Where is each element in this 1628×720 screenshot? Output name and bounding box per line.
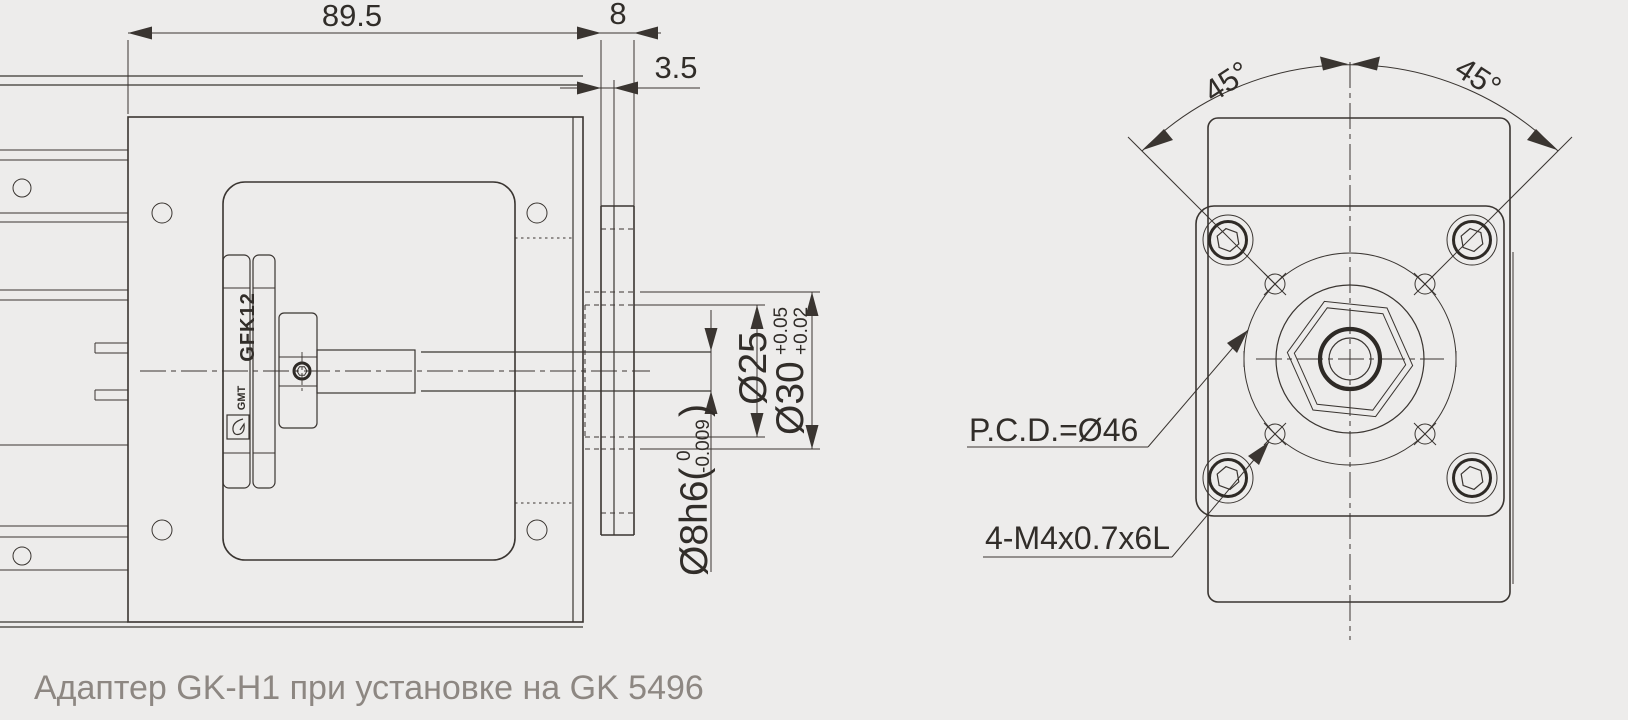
dim-counterbore: Ø25	[634, 304, 775, 438]
dim-angle-left-value: 45°	[1198, 54, 1256, 109]
plate-hole-tr	[526, 202, 548, 224]
side-view: GFK12 GMT	[0, 0, 820, 628]
label-screws-text: 4-M4x0.7x6L	[985, 520, 1170, 556]
plate-hole-tl	[151, 202, 173, 224]
screw-bl-icon	[1202, 452, 1254, 504]
plate-hole-br	[526, 519, 548, 541]
dim-boss-thickness: 3.5	[560, 50, 700, 95]
actuator-rail-section	[0, 75, 584, 628]
brand-logo-icon	[226, 414, 250, 440]
rail-hole-top	[12, 178, 32, 198]
corner-screws	[1202, 214, 1498, 504]
shaft-bore	[1317, 326, 1383, 392]
dim-shaft-text: Ø8h6(	[673, 468, 716, 576]
screw-tr-icon	[1446, 214, 1498, 266]
plate-hole-bl	[151, 519, 173, 541]
tapped-hole-br	[1413, 422, 1437, 446]
dim-shaft-close-paren: )	[673, 404, 716, 417]
dim-total-width: 89.5	[127, 0, 601, 114]
dim-pilot-tol-upper: +0.05	[771, 307, 792, 355]
drawing-caption: Адаптер GK-H1 при установке на GK 5496	[34, 669, 704, 707]
label-screws: 4-M4x0.7x6L	[983, 441, 1270, 558]
screw-tl-icon	[1202, 214, 1254, 266]
dim-angle-right-value: 45°	[1449, 50, 1507, 105]
center-boss	[1275, 284, 1425, 434]
bolt-circle	[1243, 252, 1457, 466]
label-pcd-text: P.C.D.=Ø46	[969, 412, 1138, 448]
front-view: 45° 45° P.C.D.=Ø46 4-M4x0.7x6L	[967, 50, 1573, 640]
dim-counterbore-value: Ø25	[732, 331, 775, 405]
dim-boss-thickness-value: 3.5	[654, 50, 697, 85]
dim-pilot-bore-value: Ø30	[769, 361, 812, 435]
coupling-model-label: GFK12	[237, 292, 259, 361]
dim-shaft-tol-lower: -0.009	[693, 419, 714, 473]
dim-shaft-tol-upper: 0	[674, 450, 695, 461]
dim-plate-thickness-value: 8	[609, 0, 626, 31]
dim-pilot-tol-lower: +0.02	[791, 307, 812, 355]
tapped-hole-bl	[1263, 422, 1287, 446]
shaft	[140, 349, 711, 394]
dim-total-width-value: 89.5	[322, 0, 382, 33]
coupling-brand-label: GMT	[236, 386, 248, 411]
rail-hole-bottom	[12, 546, 32, 566]
adapter-plate-edge	[584, 40, 635, 536]
screw-br-icon	[1446, 452, 1498, 504]
dim-pilot-bore: Ø30 +0.05 +0.02	[640, 291, 820, 450]
dim-plate-thickness: 8	[601, 0, 661, 40]
gearbox-body	[1207, 117, 1514, 603]
dim-shaft-diameter: Ø8h6( 0 -0.009 )	[673, 310, 718, 576]
label-pcd: P.C.D.=Ø46	[967, 329, 1249, 448]
